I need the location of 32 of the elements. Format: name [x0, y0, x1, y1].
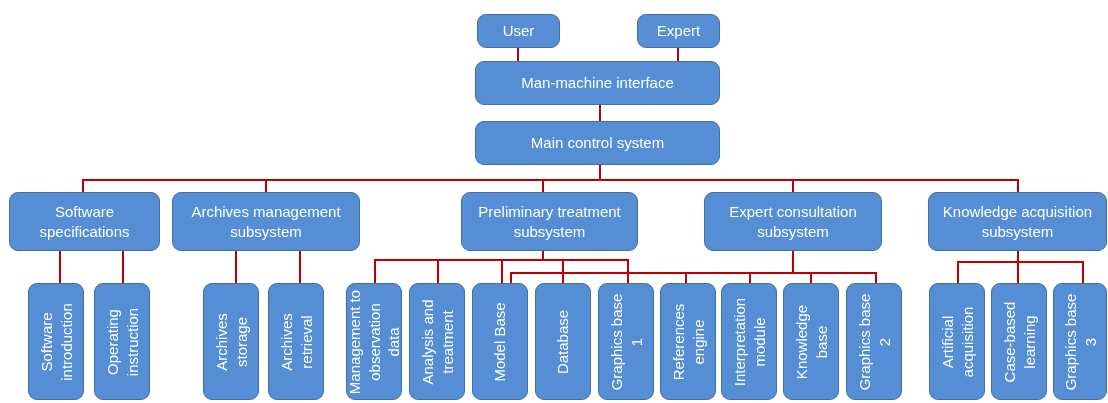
- module-box: Software introduction: [28, 283, 84, 400]
- system-box: Software specifications: [9, 192, 160, 251]
- system-box: Expert consultation subsystem: [704, 192, 882, 251]
- connector-line: [235, 250, 237, 284]
- system-box: Expert: [637, 14, 720, 48]
- module-box: Graphics base 3: [1053, 283, 1107, 400]
- connector-line: [792, 250, 877, 284]
- connector-line: [299, 250, 301, 284]
- module-box: Archives storage: [203, 283, 259, 400]
- system-box: Man-machine interface: [475, 61, 720, 105]
- connector-line: [677, 47, 679, 62]
- connector-line: [59, 250, 61, 284]
- system-box: Main control system: [475, 121, 720, 165]
- module-box: Graphics base 2: [846, 283, 902, 400]
- connector-line: [517, 47, 519, 62]
- system-box: Archives management subsystem: [172, 192, 360, 251]
- module-box: Model Base: [472, 283, 528, 400]
- system-box: User: [477, 14, 560, 48]
- module-box: Interpretation module: [721, 283, 777, 400]
- system-box: Knowledge acquisition subsystem: [928, 192, 1107, 251]
- module-box: Analysis and treatment: [409, 283, 465, 400]
- connector-line: [599, 104, 601, 122]
- module-box: Artificial acquisition: [929, 283, 985, 400]
- module-box: Knowledge base: [783, 283, 839, 400]
- module-box: Database: [535, 283, 591, 400]
- module-box: Graphics base 1: [598, 283, 654, 400]
- module-box: Management to observation data: [346, 283, 402, 400]
- connector-line: [122, 250, 124, 284]
- module-box: Operating instruction: [94, 283, 150, 400]
- module-box: Case-based learning: [991, 283, 1047, 400]
- system-box: Preliminary treatment subsystem: [461, 192, 638, 251]
- module-box: References engine: [660, 283, 716, 400]
